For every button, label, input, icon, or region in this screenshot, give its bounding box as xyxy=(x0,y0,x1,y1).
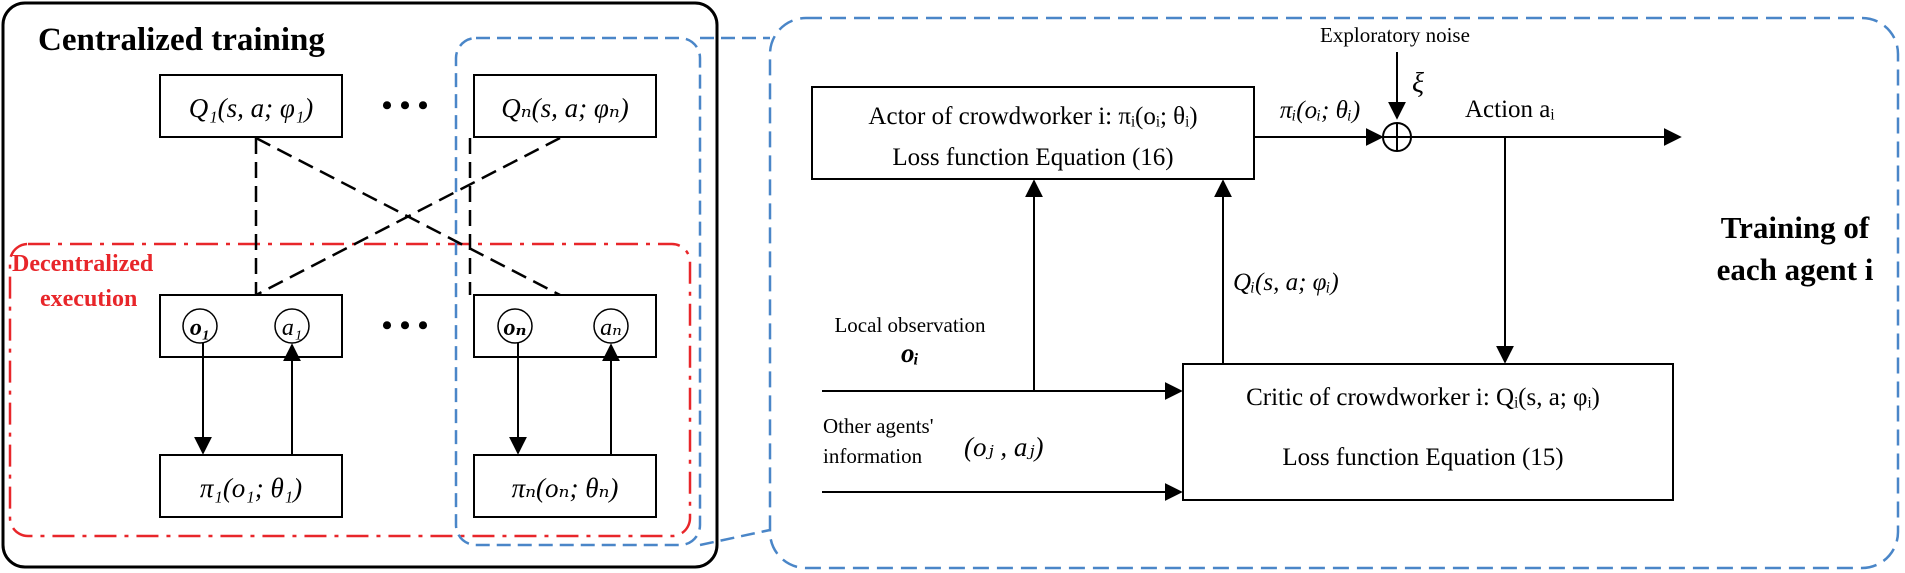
agent-training-panel xyxy=(768,16,1900,570)
centralized-training-title: Centralized training xyxy=(38,22,325,58)
act-n-label: aₙ xyxy=(600,315,622,341)
exploratory-noise-label: Exploratory noise xyxy=(1320,23,1470,47)
centralized-training-panel xyxy=(1,1,719,569)
act-1-circle xyxy=(274,308,310,344)
actor-box xyxy=(811,86,1255,180)
critic-n-label: Qₙ(s, a; φₙ) xyxy=(501,93,629,123)
obs-n-circle xyxy=(497,308,533,344)
agent-ellipsis: • • • xyxy=(382,309,429,342)
obs-1-label: o₁ xyxy=(190,315,210,341)
action-label: Action aᵢ xyxy=(1465,96,1554,123)
act-n-circle xyxy=(593,308,629,344)
policy-output-label: πᵢ(oᵢ; θᵢ) xyxy=(1280,97,1360,124)
decentralized-execution-region xyxy=(8,242,692,538)
decentralized-label-line1: Decentralized xyxy=(12,251,154,277)
noise-symbol: ξ xyxy=(1412,68,1424,99)
other-agents-symbol: (oⱼ , aⱼ) xyxy=(964,432,1044,462)
critic-n-box xyxy=(473,74,657,138)
critic-label-line2: Loss function Equation (15) xyxy=(1282,444,1563,471)
actor-label-line1: Actor of crowdworker i: πᵢ(oᵢ; θᵢ) xyxy=(868,103,1197,130)
critic-label-line1: Critic of crowdworker i: Qᵢ(s, a; φᵢ) xyxy=(1246,384,1600,411)
other-agents-line1: Other agents' xyxy=(823,414,934,438)
act-1-label: a₁ xyxy=(282,315,302,341)
q-feedback-label: Qᵢ(s, a; φᵢ) xyxy=(1233,269,1339,296)
policy-n-label: πₙ(oₙ; θₙ) xyxy=(512,473,619,503)
other-agents-line2: information xyxy=(823,444,923,468)
policy-n-box xyxy=(473,454,657,518)
critic-1-label: Q₁(s, a; φ₁) xyxy=(189,93,313,123)
agent-training-title-line2: each agent i xyxy=(1717,252,1874,287)
obs-n-label: oₙ xyxy=(504,315,527,341)
local-obs-line1: Local observation xyxy=(834,313,986,337)
policy-1-label: π₁(o₁; θ₁) xyxy=(200,473,302,503)
critic-ellipsis: • • • xyxy=(382,89,429,122)
dashed-link-criticn-agent1 xyxy=(255,136,561,297)
decentralized-label-line2: execution xyxy=(40,286,137,312)
agent-training-title-line1: Training of xyxy=(1721,210,1870,245)
policy-1-box xyxy=(159,454,343,518)
zoom-connector-bottom xyxy=(699,528,771,547)
actor-label-line2: Loss function Equation (16) xyxy=(892,144,1173,171)
critic-1-box xyxy=(159,74,343,138)
agent-n-zoom-region xyxy=(454,36,702,547)
local-obs-line2: oᵢ xyxy=(901,338,919,368)
critic-box xyxy=(1182,363,1674,501)
obs-1-circle xyxy=(182,308,218,344)
